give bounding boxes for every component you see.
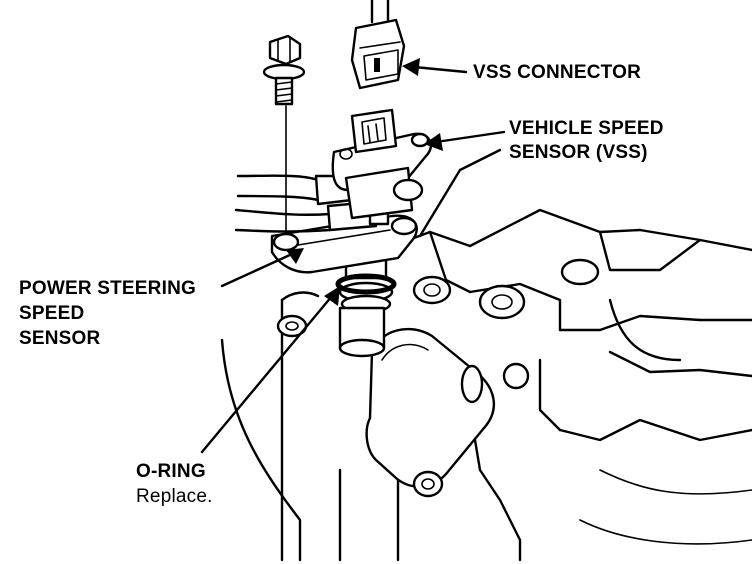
ps-sensor-label-line1: POWER STEERING	[19, 278, 196, 299]
power-steering-speed-sensor	[270, 214, 418, 274]
vss-connector	[350, 0, 406, 90]
o-ring	[335, 273, 397, 295]
leader-vss-connector	[402, 58, 468, 76]
leader-vss	[424, 130, 506, 151]
ps-sensor-label-line2: SPEED	[19, 303, 85, 324]
ps-sensor-label-line3: SENSOR	[19, 328, 101, 349]
vehicle-speed-sensor	[331, 108, 433, 220]
leader-power-steering-sensor	[220, 248, 304, 288]
vss-label-line1: VEHICLE SPEED	[509, 118, 664, 139]
vss-label-line2: SENSOR (VSS)	[509, 142, 648, 163]
leader-o-ring	[200, 286, 340, 454]
o-ring-label: O-RING	[136, 461, 206, 482]
vss-connector-label: VSS CONNECTOR	[473, 62, 641, 83]
transmission-housing	[220, 148, 752, 562]
mounting-bolt	[262, 34, 306, 106]
o-ring-note: Replace.	[136, 486, 213, 507]
